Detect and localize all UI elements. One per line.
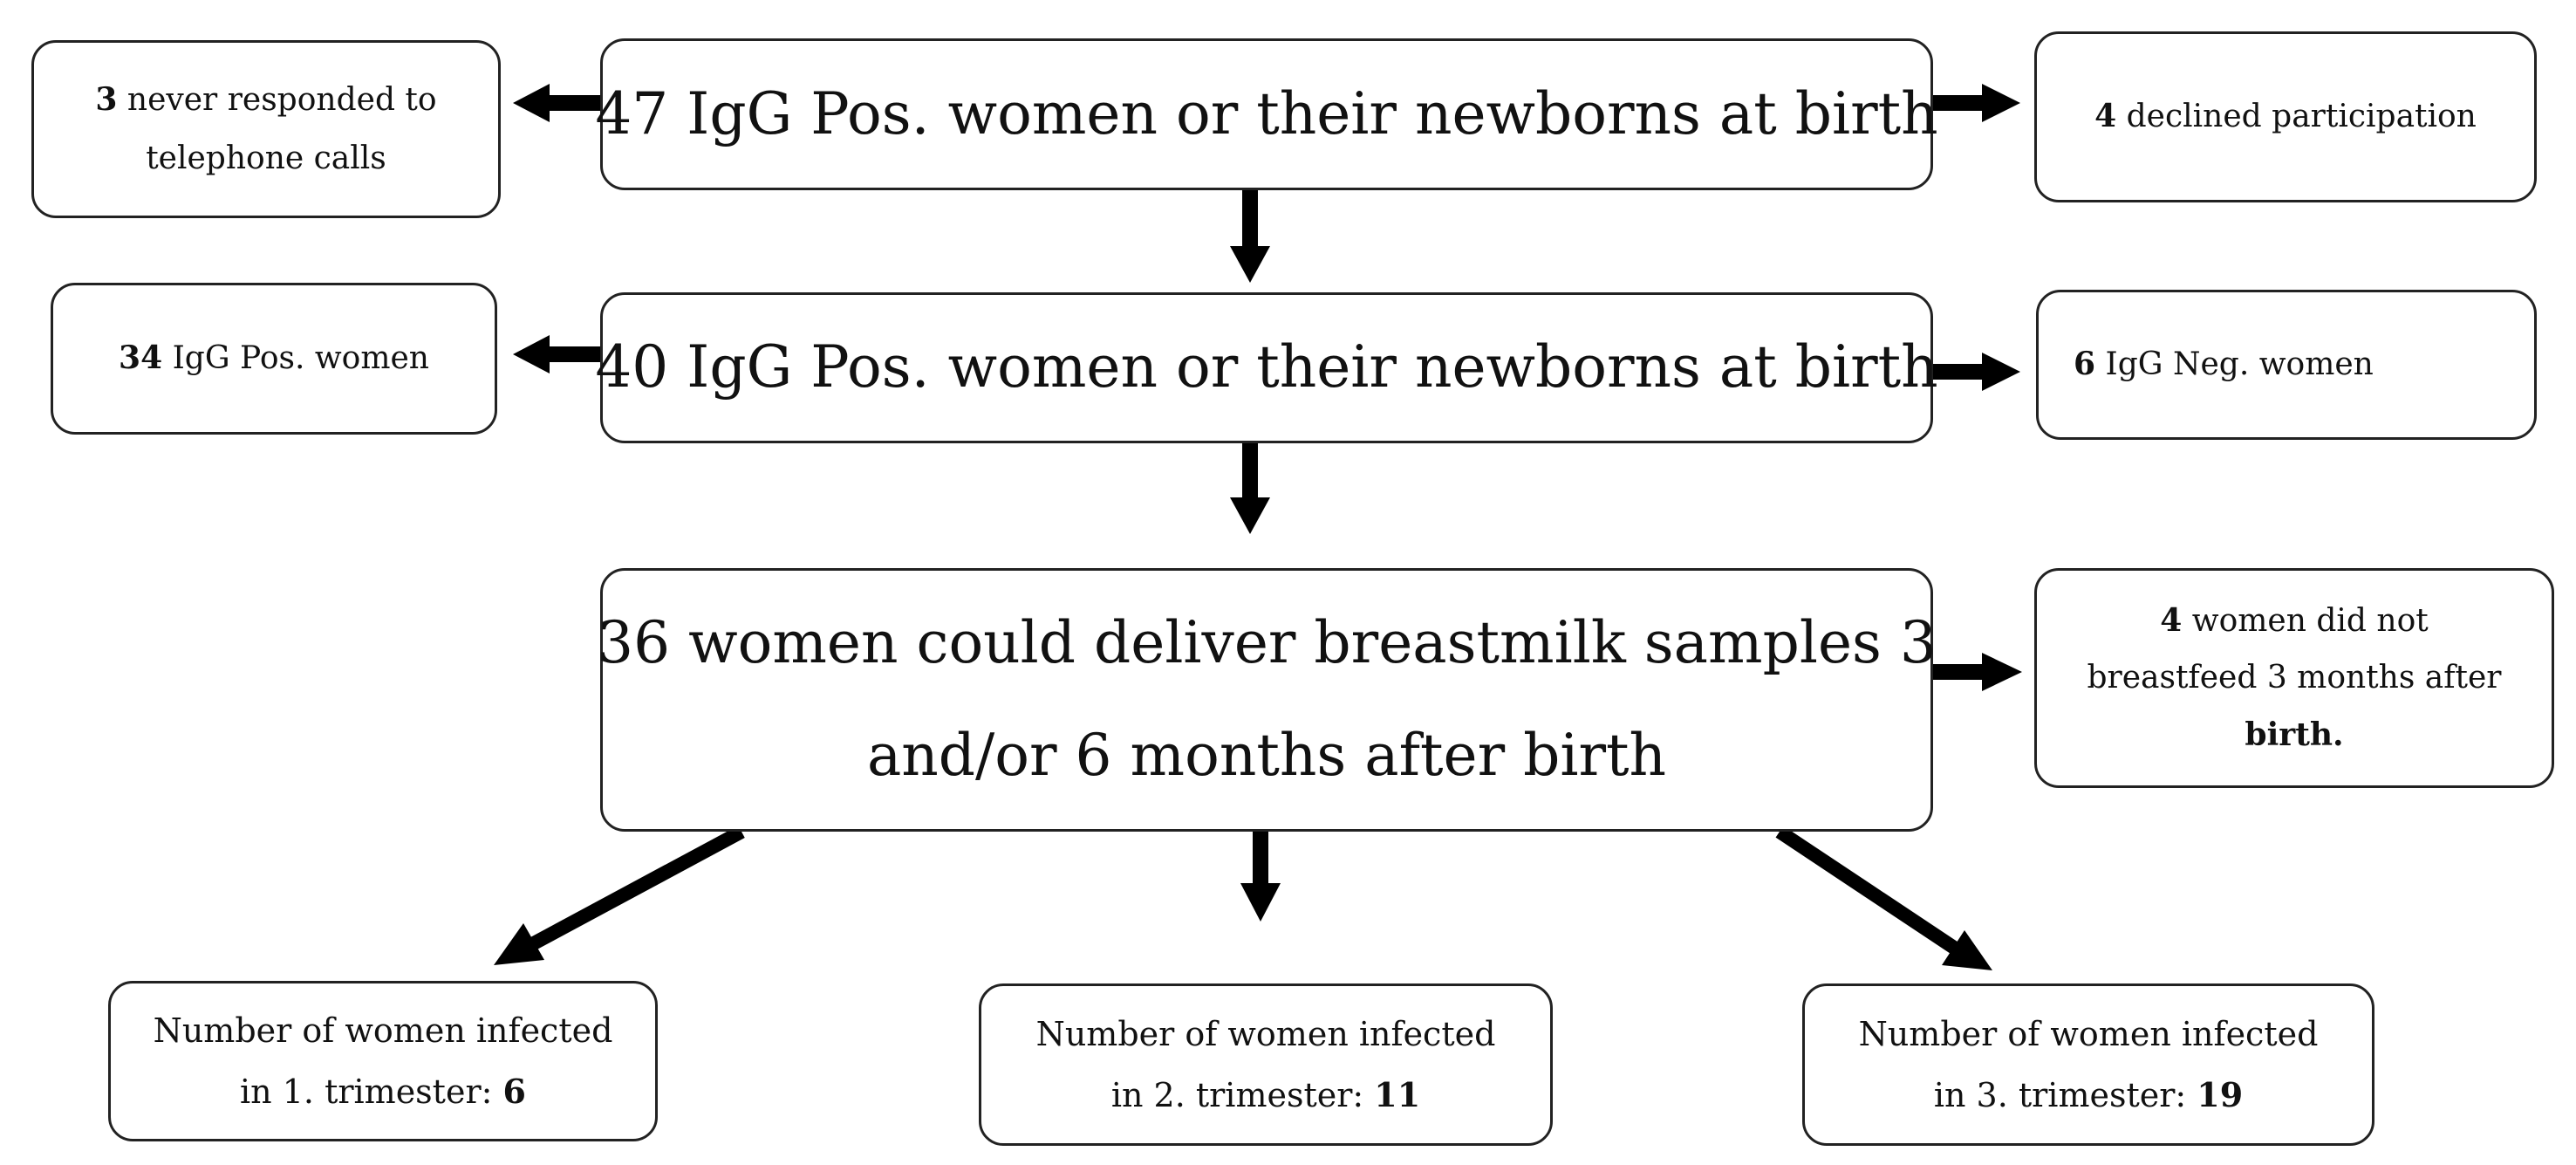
main-box-40: 40 IgG Pos. women or their newborns at b…	[595, 292, 1938, 443]
no-breastfeed-box: 4 women did not breastfeed 3 months afte…	[2034, 568, 2554, 788]
no-breastfeed-text: women did not	[2182, 603, 2429, 640]
igg-neg-text: IgG Neg. women	[2095, 346, 2374, 383]
trimester-1-box: Number of women infected in 1. trimester…	[108, 981, 658, 1141]
igg-pos-count: 34	[119, 339, 163, 377]
main-box-47: 47 IgG Pos. women or their newborns at b…	[595, 38, 1938, 190]
no-breastfeed-line3: birth.	[2245, 716, 2344, 753]
trimester-1-value: 6	[502, 1072, 526, 1111]
trimester-2-box: Number of women infected in 2. trimester…	[979, 983, 1553, 1146]
no-breastfeed-line2: breastfeed 3 months after	[2087, 660, 2502, 696]
never-responded-count: 3	[95, 80, 118, 118]
never-responded-box: 3 never responded to telephone calls	[31, 40, 501, 218]
arrow-down-2	[1230, 443, 1270, 534]
trimester-3-value: 19	[2197, 1075, 2244, 1114]
arrow-to-igg-pos	[513, 335, 602, 373]
arrow-to-no-breastfeed	[1931, 653, 2022, 691]
never-responded-text: never responded to	[117, 81, 437, 118]
arrow-to-declined	[1931, 84, 2020, 122]
arrow-to-never-responded	[513, 84, 602, 122]
arrow-down-1	[1230, 190, 1270, 283]
trimester-2-label: in 2. trimester:	[1110, 1076, 1375, 1114]
igg-pos-box: 34 IgG Pos. women	[51, 283, 497, 435]
trimester-2-line1: Number of women infected	[1035, 1014, 1496, 1053]
main-box-36-line1: 36 women could deliver breastmilk sample…	[597, 609, 1937, 677]
main-box-40-text: 40 IgG Pos. women or their newborns at b…	[595, 333, 1938, 401]
no-breastfeed-count: 4	[2160, 602, 2183, 640]
igg-pos-text: IgG Pos. women	[162, 340, 429, 377]
main-box-47-text: 47 IgG Pos. women or their newborns at b…	[595, 79, 1938, 147]
trimester-3-box: Number of women infected in 3. trimester…	[1802, 983, 2374, 1146]
trimester-1-label: in 1. trimester:	[240, 1072, 503, 1111]
declined-text: declined participation	[2116, 99, 2477, 135]
main-box-36: 36 women could deliver breastmilk sample…	[597, 568, 1937, 832]
declined-count: 4	[2094, 98, 2117, 135]
arrow-to-igg-neg	[1931, 353, 2020, 391]
igg-neg-count: 6	[2074, 346, 2096, 383]
main-box-36-line2: and/or 6 months after birth	[866, 722, 1667, 789]
trimester-2-value: 11	[1374, 1075, 1421, 1114]
arrow-to-1st-trimester	[494, 825, 745, 965]
trimester-3-label: in 3. trimester:	[1933, 1076, 2197, 1114]
trimester-1-line1: Number of women infected	[153, 1011, 613, 1050]
arrow-to-3rd-trimester	[1775, 826, 1992, 970]
igg-neg-box: 6 IgG Neg. women	[2036, 290, 2537, 440]
never-responded-line2: telephone calls	[146, 140, 386, 176]
declined-box: 4 declined participation	[2034, 31, 2537, 202]
arrow-down-2nd-trimester	[1240, 832, 1281, 922]
trimester-3-line1: Number of women infected	[1858, 1014, 2319, 1053]
